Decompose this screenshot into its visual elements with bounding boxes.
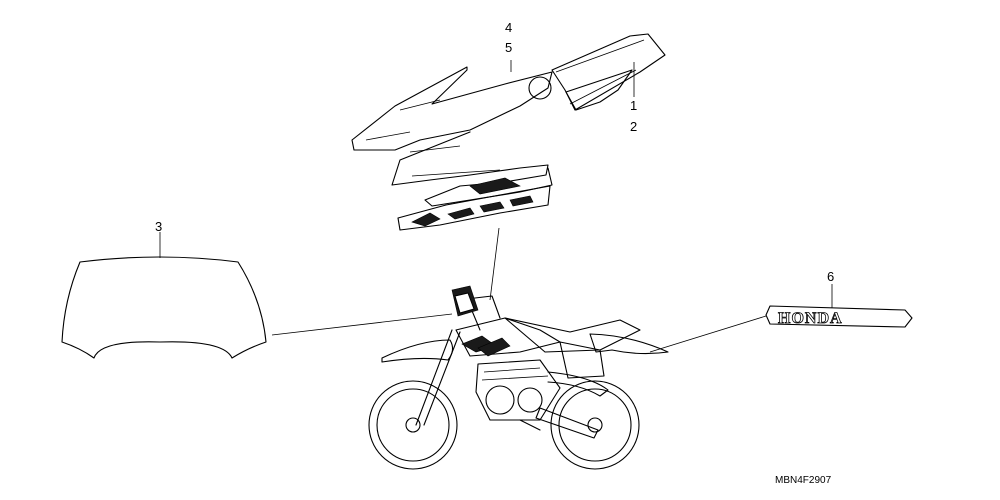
shroud-stripe-left[interactable] (351, 66, 553, 231)
diagram-code: MBN4F2907 (775, 475, 832, 486)
callout-4: 4 (505, 20, 512, 35)
callout-2: 2 (630, 119, 637, 134)
callout-3: 3 (155, 219, 162, 234)
callout-6: 6 (827, 269, 834, 284)
shroud-stripe-upper-right[interactable] (551, 33, 666, 111)
callout-5: 5 (505, 40, 512, 55)
motorcycle-illustration (368, 285, 669, 470)
emblem-text: HONDA (778, 310, 843, 327)
honda-emblem[interactable]: HONDA (765, 305, 913, 328)
number-plate-sticker[interactable] (61, 256, 267, 359)
callout-1: 1 (630, 98, 637, 113)
leader-lines (159, 60, 833, 353)
